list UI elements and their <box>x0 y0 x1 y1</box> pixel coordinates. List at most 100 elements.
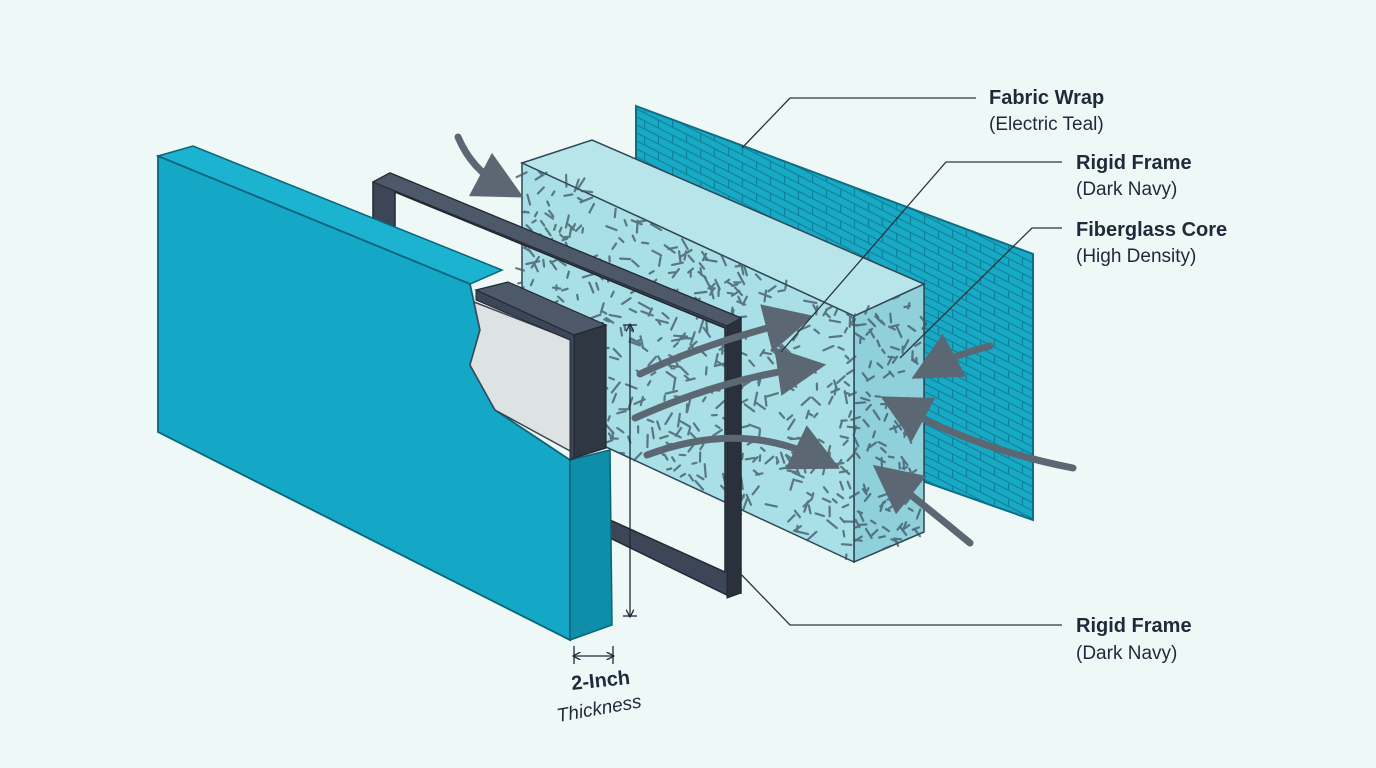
fiber-strand <box>848 491 860 499</box>
fiber-strand <box>893 538 900 548</box>
fiber-strand <box>616 410 627 415</box>
fiber-strand <box>581 227 585 234</box>
fiber-strand <box>648 270 655 275</box>
fiber-strand <box>855 452 861 459</box>
fiber-strand <box>836 493 845 500</box>
fiber-strand <box>875 456 886 464</box>
fiber-strand <box>800 396 812 407</box>
fiber-strand <box>670 316 678 331</box>
fiber-strand <box>685 377 696 382</box>
fiber-strand <box>671 268 681 279</box>
fiber-strand <box>564 214 570 229</box>
fiber-strand <box>777 289 786 293</box>
fiber-strand <box>854 401 867 405</box>
fiber-strand <box>826 382 833 388</box>
fiber-strand <box>611 242 618 250</box>
fiber-strand <box>919 315 928 326</box>
fiber-strand <box>821 497 832 504</box>
fiber-strand <box>534 171 548 181</box>
fiber-strand <box>525 260 541 266</box>
fiber-strand <box>833 385 838 396</box>
label-rigid-frame-bottom: Rigid Frame (Dark Navy) <box>1076 615 1192 664</box>
fiber-strand <box>761 351 773 356</box>
svg-text:(High Density): (High Density) <box>1076 246 1196 267</box>
fiber-strand <box>743 265 749 277</box>
curved-arrow-icon <box>911 333 994 379</box>
fiber-strand <box>843 380 851 387</box>
fiber-strand <box>753 391 759 407</box>
fiber-strand <box>806 491 813 497</box>
airflow-arrows <box>454 133 1077 547</box>
fiber-strand <box>846 355 857 365</box>
svg-text:(Electric Teal): (Electric Teal) <box>989 114 1104 135</box>
fiber-strand <box>688 473 695 482</box>
fiber-strand <box>613 207 617 219</box>
fiber-strand <box>679 420 691 428</box>
svg-text:Rigid Frame: Rigid Frame <box>1076 615 1192 637</box>
fiber-strand <box>623 219 628 227</box>
fiber-strand <box>665 467 673 471</box>
fiber-strand <box>813 328 821 335</box>
fiber-strand <box>619 326 624 337</box>
fiber-strand <box>865 327 874 336</box>
fiber-strand <box>687 340 698 350</box>
fiber-strand <box>902 521 908 530</box>
fiber-strand <box>740 493 746 502</box>
fiber-strand <box>704 366 708 376</box>
fiber-strand <box>775 458 779 465</box>
fiber-strand <box>911 526 920 531</box>
fiber-strand <box>726 291 735 295</box>
fiber-strand <box>748 423 761 430</box>
fiber-strand <box>639 335 645 349</box>
fiber-strand <box>853 436 860 448</box>
fiber-strand <box>874 395 882 398</box>
fiber-strand <box>865 403 872 411</box>
fiber-strand <box>901 466 909 470</box>
fiber-strand <box>610 290 615 298</box>
fiber-strand <box>846 425 861 430</box>
fiber-strand <box>672 376 677 391</box>
fiber-strand <box>847 391 858 397</box>
fiber-strand <box>743 403 756 413</box>
fiber-strand <box>828 334 843 339</box>
fiber-strand <box>900 455 909 467</box>
fiber-strand <box>549 259 558 271</box>
fiber-strand <box>767 285 777 293</box>
fiber-strand <box>843 327 849 334</box>
fiber-strand <box>821 467 826 476</box>
fiber-strand <box>855 323 867 327</box>
fiber-strand <box>687 426 692 436</box>
fiber-strand <box>550 190 556 197</box>
svg-text:Thickness: Thickness <box>555 691 643 727</box>
fiber-strand <box>837 346 845 351</box>
label-fiberglass-core: Fiberglass Core (High Density) <box>1076 219 1227 267</box>
fiber-strand <box>733 286 744 297</box>
fiber-strand <box>636 219 647 224</box>
fiber-strand <box>758 454 762 462</box>
fiber-strand <box>863 492 872 502</box>
fiber-strand <box>631 234 637 242</box>
fiber-strand <box>831 498 838 504</box>
fiber-strand <box>531 219 537 224</box>
fiber-strand <box>907 324 917 332</box>
fiber-strand <box>827 395 834 405</box>
fiber-strand <box>887 455 895 459</box>
fiber-strand <box>862 418 870 428</box>
fiber-strand <box>677 250 682 264</box>
fiber-strand <box>767 314 771 321</box>
fiber-strand <box>841 503 850 509</box>
fiber-strand <box>858 523 868 527</box>
fiber-strand <box>529 278 535 287</box>
fiber-strand <box>676 412 682 428</box>
fiber-strand <box>558 226 563 233</box>
fiber-strand <box>560 287 569 292</box>
fiber-strand <box>901 523 911 532</box>
fiber-strand <box>693 290 708 295</box>
fiber-strand <box>658 434 669 440</box>
fiber-strand <box>758 291 772 299</box>
fiber-strand <box>846 480 852 490</box>
fiber-strand <box>637 301 651 310</box>
fiber-strand <box>807 504 812 515</box>
fiber-strand <box>754 273 762 281</box>
